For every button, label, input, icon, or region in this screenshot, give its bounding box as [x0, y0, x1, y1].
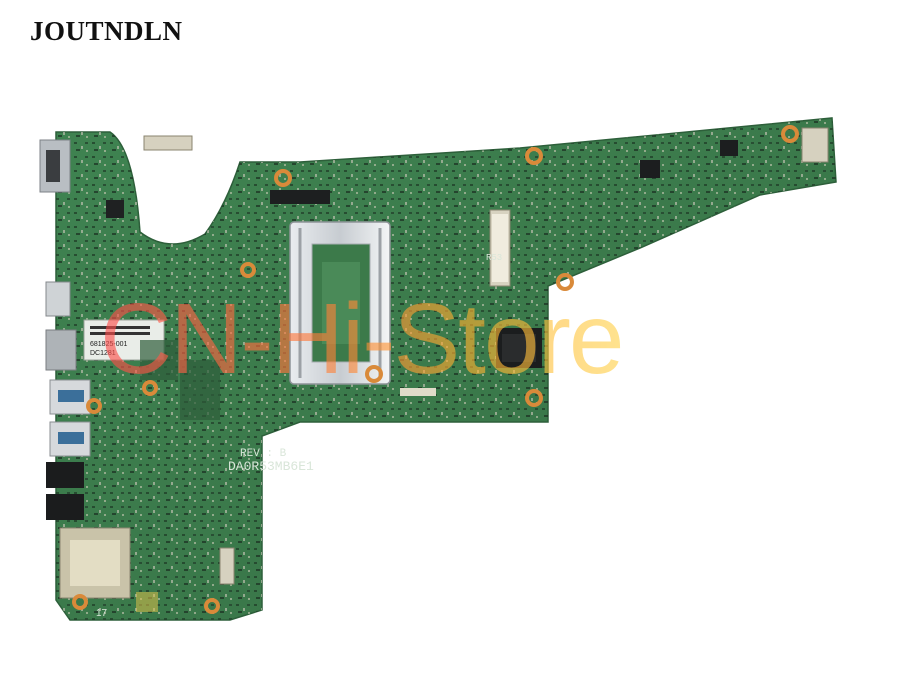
- sticker-code-2: DC1281: [90, 350, 116, 357]
- audio-jack-1: [46, 462, 84, 488]
- sticker-code-1: 681825-001: [90, 341, 127, 348]
- board-rev-label: REV : B: [240, 448, 287, 460]
- board-fragment-label: R53: [486, 253, 502, 263]
- brand-logo-text: JOUTNDLN: [30, 16, 183, 46]
- corner-mark: 17: [96, 608, 108, 619]
- mounting-pads: [72, 125, 799, 614]
- ethernet-port: [45, 329, 77, 371]
- board-model-label: DA0R53MB6E1: [228, 459, 314, 474]
- hdmi-port: [45, 281, 71, 317]
- audio-jack-2: [46, 494, 84, 520]
